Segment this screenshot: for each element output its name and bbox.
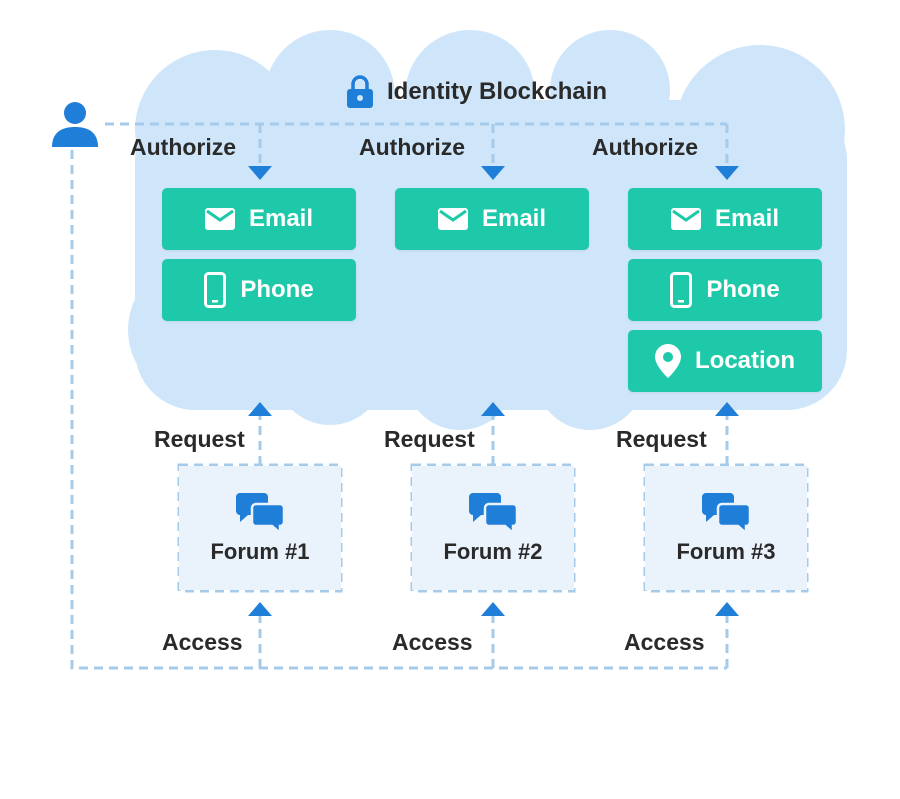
chip-email: Email [162,188,356,250]
phone-icon [204,272,227,308]
access-label: Access [624,629,705,655]
chip-email: Email [395,188,589,250]
authorize-label: Authorize [592,134,699,160]
authorize-label: Authorize [130,134,237,160]
chip-label: Email [481,205,547,232]
forum-node: Forum #3 [645,466,807,590]
chat-bubbles-icon [236,493,284,533]
email-icon [437,208,468,230]
chip-label: Phone [240,276,314,303]
chip-label: Email [714,205,780,232]
chip-email: Email [628,188,822,250]
request-label: Request [616,426,707,452]
user-icon [52,102,98,147]
location-pin-icon [655,344,681,378]
chip-label: Email [248,205,314,232]
chip-phone: Phone [162,259,356,321]
request-label: Request [384,426,475,452]
lock-icon [347,75,373,108]
diagram-title: Identity Blockchain [345,74,607,110]
chip-location: Location [628,330,822,392]
forum-label: Forum #3 [676,539,776,564]
authorize-label: Authorize [359,134,466,160]
forum-label: Forum #2 [443,539,543,564]
access-label: Access [162,629,243,655]
chip-label: Location [695,347,795,374]
title-text: Identity Blockchain [387,78,608,105]
forum-label: Forum #1 [210,539,310,564]
email-icon [204,208,235,230]
chat-bubbles-icon [702,493,750,533]
access-label: Access [392,629,473,655]
chip-label: Phone [706,276,780,303]
chip-phone: Phone [628,259,822,321]
forum-node: Forum #2 [412,466,574,590]
phone-icon [670,272,693,308]
forum-node: Forum #1 [179,466,341,590]
request-label: Request [154,426,245,452]
chat-bubbles-icon [469,493,517,533]
email-icon [670,208,701,230]
